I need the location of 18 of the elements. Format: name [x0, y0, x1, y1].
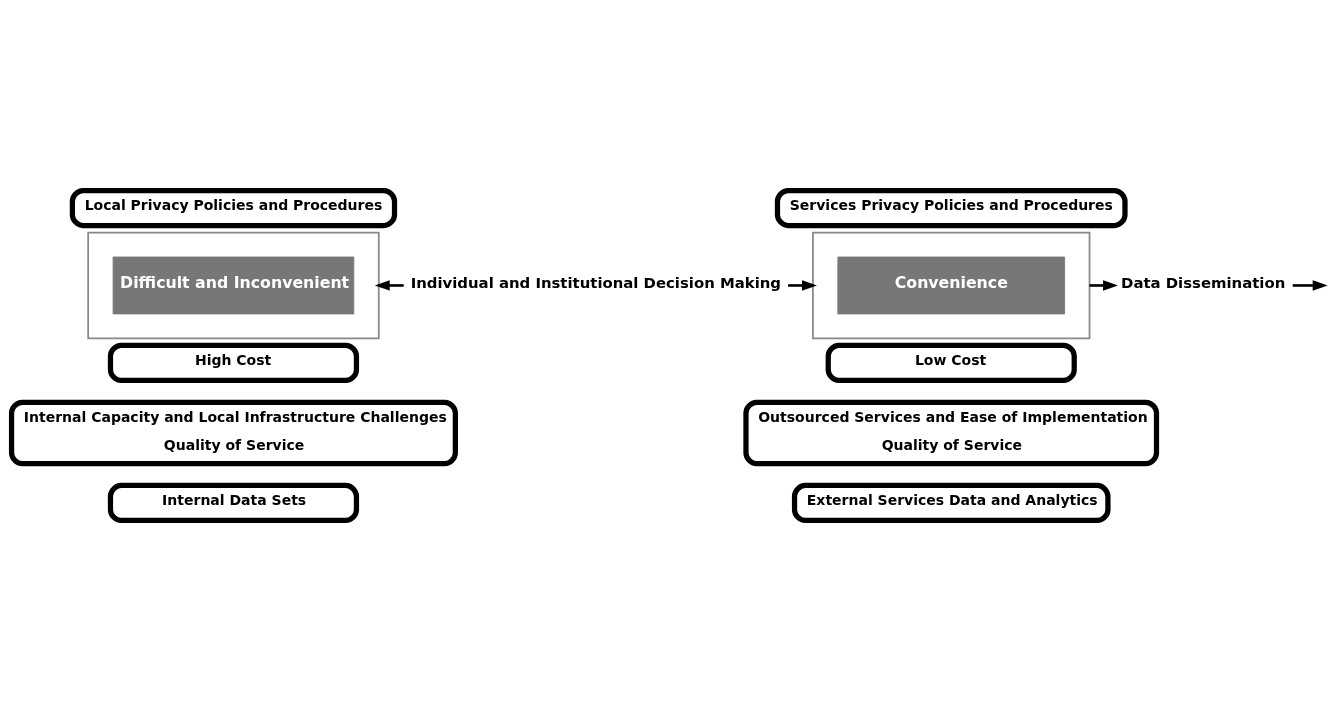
- node-box: High Cost: [107, 342, 360, 384]
- node-box: Convenience: [837, 256, 1065, 315]
- arrow: [1292, 280, 1328, 291]
- arrow: [1089, 280, 1118, 291]
- node-box: Difficult and Inconvenient: [112, 256, 355, 315]
- cluster: [812, 231, 1091, 340]
- arrow: [788, 280, 817, 291]
- node-box: Internal Capacity and Local Infrastructure Challenges Quality of Service: [8, 399, 458, 467]
- node-text: Individual and Institutional Decision Making: [410, 274, 781, 293]
- node-box: Internal Data Sets: [107, 482, 360, 524]
- node-text: Data Dissemination: [1121, 274, 1286, 293]
- cluster: [87, 231, 380, 340]
- node-box: External Services Data and Analytics: [791, 482, 1111, 524]
- node-box: Local Privacy Policies and Procedures: [69, 187, 398, 229]
- node-box: Outsourced Services and Ease of Implementation Quality of Service: [743, 399, 1160, 467]
- node-box: Services Privacy Policies and Procedures: [774, 187, 1128, 229]
- node-box: Low Cost: [825, 342, 1077, 384]
- arrow: [374, 280, 404, 291]
